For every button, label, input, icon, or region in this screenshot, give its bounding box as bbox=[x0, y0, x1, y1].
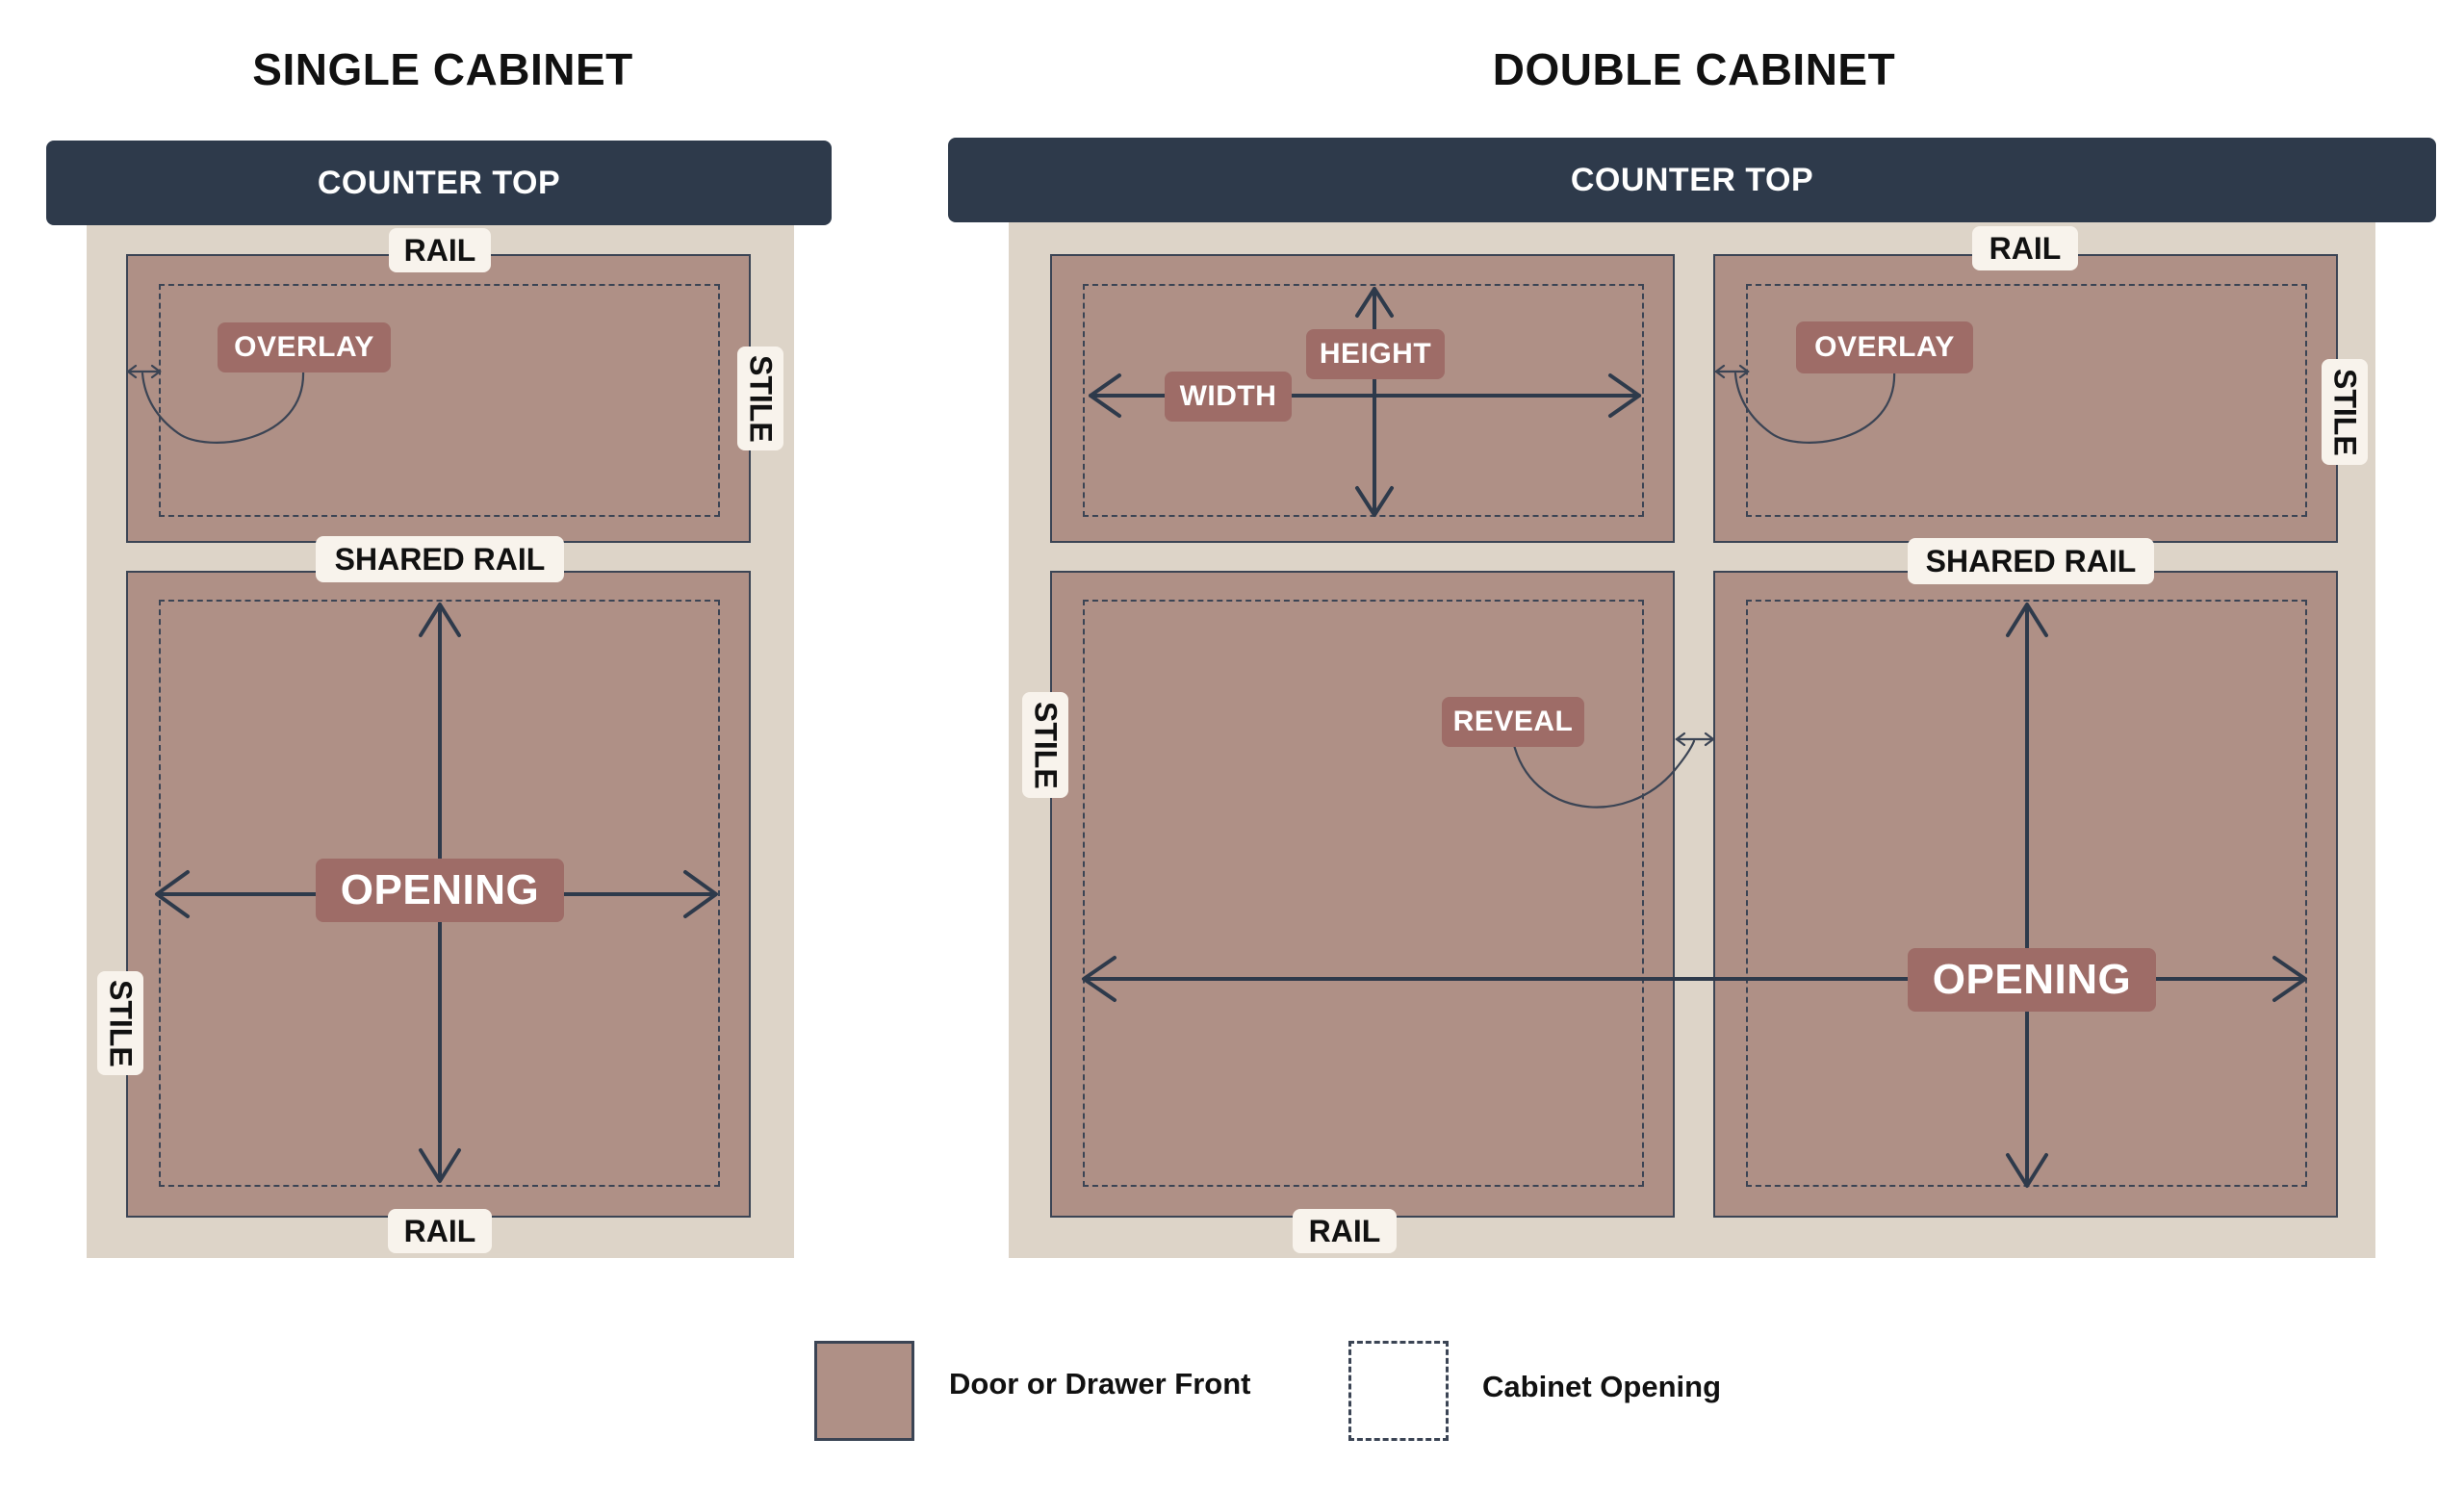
legend-cabinet-opening-swatch bbox=[1348, 1341, 1449, 1441]
single-stile-right-label: STILE bbox=[737, 347, 783, 450]
double-opening-label: OPENING bbox=[1908, 948, 2156, 1012]
single-rail-top-label: RAIL bbox=[389, 228, 491, 272]
single-counter-top: COUNTER TOP bbox=[46, 141, 832, 225]
double-cabinet-title: DOUBLE CABINET bbox=[1492, 44, 1896, 94]
double-overlay-leader bbox=[1733, 369, 1896, 444]
double-stile-right-label: STILE bbox=[2322, 359, 2368, 465]
double-counter-top: COUNTER TOP bbox=[948, 138, 2436, 222]
double-shared-rail-label: SHARED RAIL bbox=[1908, 538, 2154, 584]
double-rail-bottom-label: RAIL bbox=[1293, 1209, 1397, 1253]
single-opening-label: OPENING bbox=[316, 859, 564, 922]
single-stile-left-label: STILE bbox=[97, 971, 143, 1075]
single-rail-bottom-label: RAIL bbox=[388, 1209, 492, 1253]
single-cabinet-title: SINGLE CABINET bbox=[252, 44, 633, 94]
double-bottom-left-door-opening bbox=[1083, 600, 1644, 1187]
legend-door-front-swatch bbox=[814, 1341, 914, 1441]
double-rail-top-label: RAIL bbox=[1972, 226, 2078, 270]
single-top-drawer-opening bbox=[159, 284, 720, 517]
double-stile-left-label: STILE bbox=[1022, 692, 1068, 798]
reveal-label: REVEAL bbox=[1442, 697, 1584, 747]
legend-cabinet-opening-label: Cabinet Opening bbox=[1482, 1370, 1721, 1403]
double-overlay-label: OVERLAY bbox=[1796, 321, 1973, 373]
legend-door-front-label: Door or Drawer Front bbox=[949, 1367, 1251, 1400]
double-top-right-drawer-opening bbox=[1746, 284, 2307, 517]
double-top-left-drawer-opening bbox=[1083, 284, 1644, 517]
single-overlay-leader bbox=[141, 369, 305, 444]
single-overlay-label: OVERLAY bbox=[218, 322, 391, 372]
drawer-width-label: WIDTH bbox=[1165, 372, 1292, 422]
drawer-height-label: HEIGHT bbox=[1306, 329, 1445, 379]
reveal-leader bbox=[1511, 739, 1696, 809]
single-shared-rail-label: SHARED RAIL bbox=[316, 536, 564, 582]
